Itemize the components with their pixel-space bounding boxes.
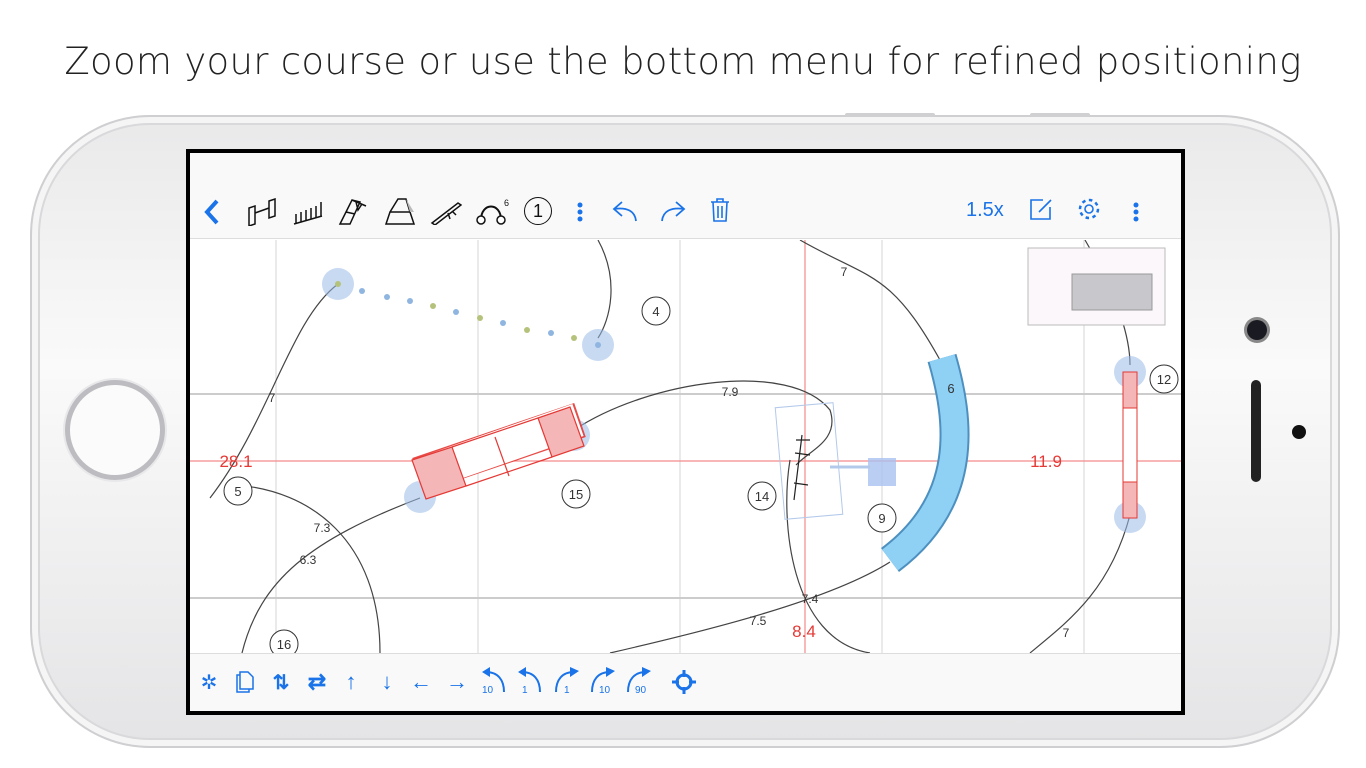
speaker — [1251, 380, 1261, 482]
settings-gear-icon[interactable] — [1076, 195, 1102, 223]
number-12: 12 — [1157, 372, 1171, 387]
weave-tunnel-icon[interactable]: 6 — [476, 195, 512, 227]
arrow-down-icon[interactable]: ↓ — [381, 669, 393, 694]
bottom-toolbar: ✲ ⇅ ⇄ ↑ ↓ ← → 10 1 1 10 90 — [190, 653, 1181, 711]
wall-obstacle-icon[interactable] — [292, 197, 324, 227]
jump-obstacle-icon[interactable] — [246, 197, 278, 227]
tire-obstacle[interactable] — [411, 402, 586, 500]
svg-text:7.9: 7.9 — [722, 385, 739, 399]
rotate-label: 1 — [564, 685, 570, 696]
svg-text:7: 7 — [1063, 626, 1070, 640]
rotate-ccw-1-icon[interactable]: 1 — [516, 666, 546, 696]
rotate-label: 10 — [599, 685, 611, 696]
weave-count: 6 — [504, 198, 509, 208]
dog-walk-icon[interactable] — [430, 197, 462, 227]
redo-icon[interactable] — [658, 197, 688, 225]
svg-text:7.3: 7.3 — [314, 521, 331, 535]
course-path — [209, 240, 1131, 653]
number-4: 4 — [652, 304, 659, 319]
number-9: 9 — [878, 511, 885, 526]
a-frame-icon[interactable] — [338, 195, 370, 227]
number-marker-button[interactable]: 1 — [524, 197, 552, 225]
measure-guides — [190, 240, 1181, 653]
svg-text:28.1: 28.1 — [219, 452, 252, 471]
svg-text:11.9: 11.9 — [1030, 452, 1062, 471]
wall-obstacle[interactable] — [774, 402, 896, 520]
dotted-line — [335, 281, 601, 348]
sensor — [1292, 425, 1306, 439]
swap-vertical-icon[interactable]: ⇅ — [272, 671, 290, 694]
center-target-icon[interactable] — [670, 668, 698, 696]
rotate-cw-1-icon[interactable]: 1 — [552, 666, 582, 696]
rotate-cw-90-icon[interactable]: 90 — [624, 666, 654, 696]
phone-button — [1030, 113, 1090, 117]
arrow-up-icon[interactable]: ↑ — [345, 669, 357, 694]
back-chevron-icon[interactable] — [200, 197, 224, 227]
headline: Zoom your course or use the bottom menu … — [64, 40, 1302, 83]
svg-text:7.4: 7.4 — [802, 592, 819, 606]
number-15: 15 — [569, 487, 583, 502]
swap-horizontal-icon[interactable]: ⇄ — [307, 669, 327, 694]
minimap-viewport[interactable] — [1071, 273, 1153, 311]
phone-button — [845, 113, 935, 117]
svg-text:7: 7 — [269, 391, 276, 405]
arrow-right-icon[interactable]: → — [446, 669, 468, 694]
svg-text:8.4: 8.4 — [792, 622, 816, 641]
obstacle-numbers: 4 5 15 14 9 12 16 6 — [223, 296, 1179, 653]
svg-text:6.3: 6.3 — [300, 553, 317, 567]
number-16: 16 — [277, 637, 291, 652]
number-14: 14 — [755, 489, 769, 504]
svg-text:7: 7 — [841, 265, 848, 279]
copy-icon[interactable] — [232, 668, 258, 696]
more-vertical-icon[interactable] — [574, 199, 586, 225]
svg-text:7.5: 7.5 — [750, 614, 767, 628]
home-button[interactable] — [65, 380, 165, 480]
app-screen: 6 1 1.5x — [186, 149, 1185, 715]
measurements: 28.1 11.9 8.4 — [219, 452, 1061, 641]
rotate-label: 1 — [522, 685, 528, 696]
undo-icon[interactable] — [610, 197, 640, 225]
arrow-left-icon[interactable]: ← — [410, 669, 432, 694]
rotate-cw-10-icon[interactable]: 10 — [588, 666, 618, 696]
more-vertical-icon[interactable] — [1130, 199, 1142, 225]
camera — [1247, 320, 1267, 340]
edit-icon[interactable] — [1028, 195, 1054, 223]
course-canvas[interactable]: 4 5 15 14 9 12 16 6 7 7 7.9 7.3 6.3 7.5 … — [190, 240, 1181, 653]
trash-icon[interactable] — [708, 195, 732, 225]
table-icon[interactable] — [384, 195, 416, 227]
top-toolbar: 6 1 1.5x — [190, 153, 1181, 239]
rotate-ccw-10-icon[interactable]: 10 — [480, 666, 510, 696]
number-5: 5 — [234, 484, 241, 499]
number-6: 6 — [947, 381, 954, 396]
distance-labels: 7 7 7.9 7.3 6.3 7.5 7.4 7 — [269, 265, 1070, 640]
zoom-level-button[interactable]: 1.5x — [966, 199, 1004, 221]
rotate-label: 90 — [635, 685, 647, 696]
rotate-label: 10 — [482, 685, 494, 696]
magic-wand-icon[interactable]: ✲ — [200, 671, 218, 694]
weave-obstacle[interactable] — [1122, 371, 1138, 519]
